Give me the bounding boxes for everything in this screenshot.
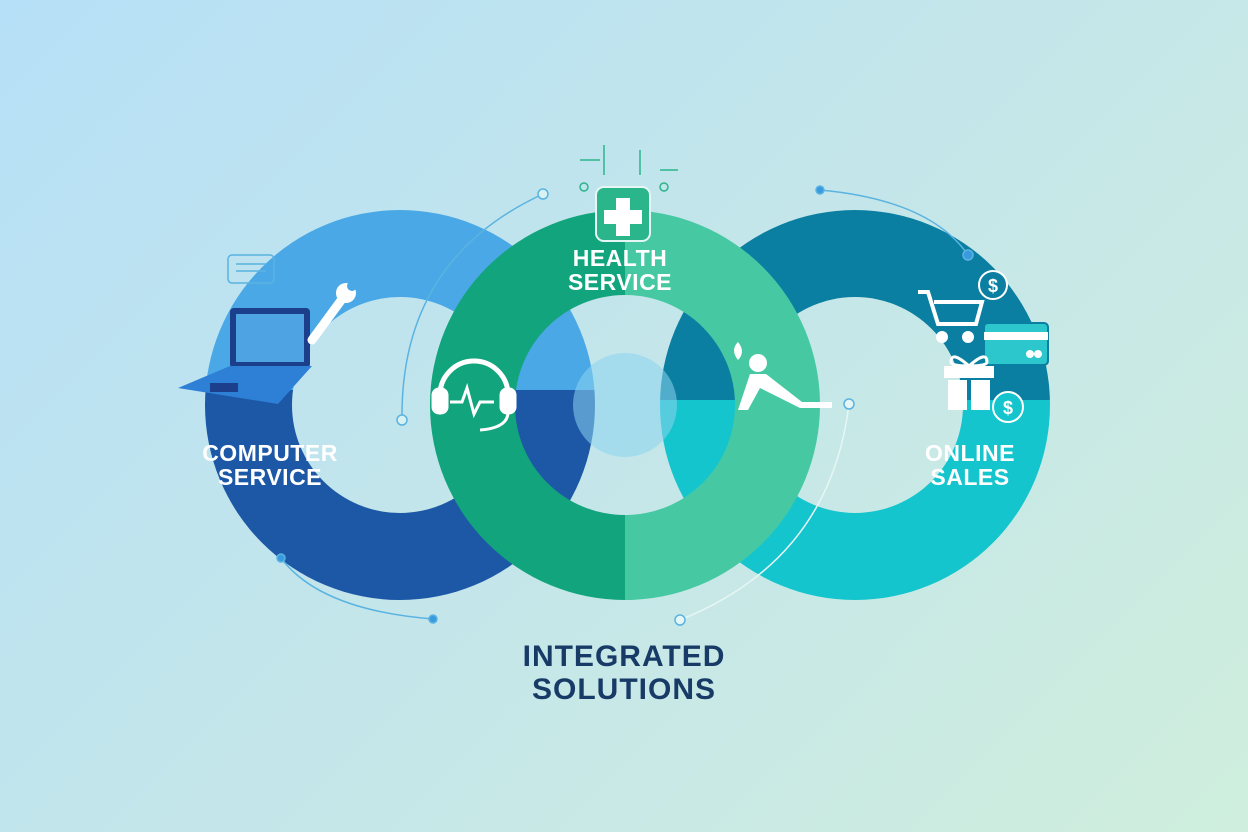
health-service-line1: HEALTH (572, 245, 668, 271)
connector-lines (276, 185, 974, 626)
center-overlap (573, 353, 677, 457)
circuit-decor-icon (579, 145, 678, 192)
shopping-cart-icon (918, 290, 985, 343)
chat-bubble-icon (227, 254, 275, 284)
gift-icon (944, 355, 994, 410)
title-line1: INTEGRATED (522, 640, 726, 673)
title-line2: SOLUTIONS (531, 673, 716, 706)
laptop-icon (178, 308, 312, 404)
health-service-line2: SERVICE (567, 269, 673, 296)
wrench-icon (307, 281, 357, 345)
dollar-coin-icon: $$ (978, 270, 1024, 423)
headset-heartbeat-icon (431, 358, 517, 432)
computer-service-line1: COMPUTER (202, 440, 338, 466)
online-sales-line1: ONLINE (925, 440, 1015, 466)
online-sales-line2: SALES (930, 464, 1010, 491)
ring-health-service (420, 200, 840, 610)
credit-card-icon (983, 322, 1049, 366)
svg-text:$: $ (988, 276, 998, 296)
svg-text:$: $ (1003, 398, 1013, 418)
computer-service-line2: SERVICE (217, 464, 323, 491)
relaxing-person-icon (734, 342, 832, 410)
medical-cross-icon (595, 186, 651, 242)
